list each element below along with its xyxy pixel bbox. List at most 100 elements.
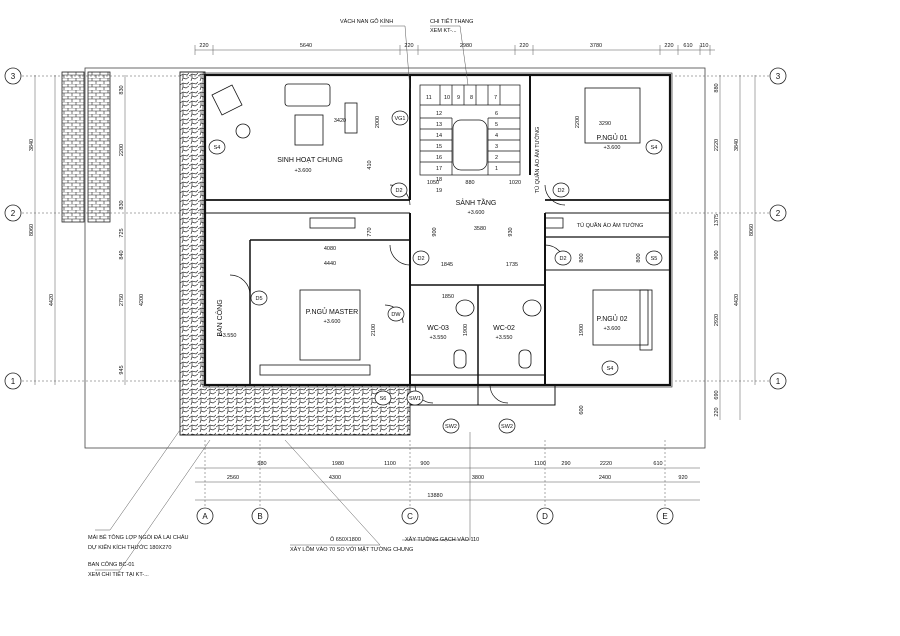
dim-inner-12: 2200 [575, 116, 581, 128]
axis-a: A [202, 512, 208, 521]
room-wc3-label: WC-03 [427, 325, 449, 332]
dim-left-0: 3840 [29, 139, 35, 151]
axis-2-right: 2 [776, 209, 781, 218]
stair-step-7: 7 [494, 95, 497, 101]
coffee-table-icon [294, 114, 324, 146]
axis-3-right: 3 [776, 72, 781, 81]
dim-top-4: 220 [519, 43, 528, 49]
tag-d2-b: D2 [557, 188, 564, 194]
stair-step-6: 6 [495, 111, 498, 117]
stair-step-12: 12 [436, 111, 442, 117]
room-lobby-level: +3.600 [468, 210, 485, 216]
shelf-icon [544, 217, 564, 229]
axis-3-left: 3 [11, 72, 16, 81]
tag-vg1: VG1 [394, 116, 405, 122]
stair-step-19: 19 [436, 188, 442, 194]
dim-inner-8: 1735 [506, 262, 518, 268]
dim-left-10: 945 [119, 365, 125, 374]
dim-left-1: 8060 [29, 224, 35, 236]
dim-top-2: 220 [404, 43, 413, 49]
axis-e: E [662, 512, 667, 521]
dim-left-8: 2750 [119, 294, 125, 306]
dim-bottom1-7: 610 [653, 461, 662, 467]
axis-c: C [407, 512, 413, 521]
dim-top-0: 220 [199, 43, 208, 49]
tag-s4-living: S4 [214, 145, 221, 151]
tag-s4-bed2: S4 [607, 366, 614, 372]
tag-dw: DW [391, 312, 401, 318]
dim-top-1: 5640 [300, 43, 312, 49]
room-wc2-level: +3.550 [496, 335, 513, 341]
note-glass-partition: VÁCH NAN GỖ KÍNH [340, 18, 393, 25]
dim-bottom1-6: 2220 [600, 461, 612, 467]
dim-inner-7: 1845 [441, 262, 453, 268]
dim-bottom2-0: 2560 [227, 475, 239, 481]
dim-top-8: 110 [700, 43, 709, 49]
dim-left-6: 725 [119, 228, 125, 237]
stair-step-14: 14 [436, 133, 442, 139]
dim-inner-11: 3290 [599, 121, 611, 127]
dim-inner-0: 3420 [334, 118, 346, 124]
building-walls [202, 72, 673, 406]
wc02-basin-icon [522, 299, 542, 317]
stair-step-15: 15 [436, 144, 442, 150]
dim-left-2: 4420 [49, 294, 55, 306]
axis-1-right: 1 [776, 377, 781, 386]
dim-bottom1-4: 1100 [534, 461, 546, 467]
note-roof-1: MÁI BÊ TÔNG LỢP NGÓI ĐÁ LAI CHÂU [88, 533, 189, 541]
dim-bottom1-3: 900 [420, 461, 429, 467]
room-balcony-level: +3.550 [220, 333, 237, 339]
master-window-sill-icon [259, 364, 371, 376]
room-bed2-label: P.NGỦ 02 [597, 314, 628, 323]
tag-d5: D5 [255, 296, 262, 302]
element-tag-labels: VG1 S4 S4 S5 S4 S6 D2 D2 D2 D2 D5 DW SW1… [214, 116, 658, 430]
wc02-toilet-icon [518, 349, 532, 369]
room-living-level: +3.600 [295, 168, 312, 174]
tag-d2-a: D2 [395, 188, 402, 194]
tag-sw1: SW1 [409, 396, 421, 402]
furniture [211, 83, 653, 376]
side-table-icon [235, 123, 251, 139]
tag-s5: S5 [651, 256, 658, 262]
dim-inner-21: 800 [579, 253, 585, 262]
dim-top-6: 220 [664, 43, 673, 49]
dim-inner-22: 800 [636, 253, 642, 262]
dim-right-4: 8060 [749, 224, 755, 236]
note-stair-detail: CHI TIẾT THANG [430, 18, 473, 25]
stair-step-numbers: 11 10 9 8 7 12 13 14 15 16 17 18 19 6 5 … [426, 95, 498, 194]
tag-s4-bed1: S4 [651, 145, 658, 151]
tag-d2-d: D2 [559, 256, 566, 262]
staircase [419, 84, 521, 176]
wardrobe-2-label: TỦ QUẦN ÁO ÂM TƯỜNG [577, 222, 643, 229]
dim-inner-1: 1050 [427, 180, 439, 186]
wardrobe-1-label: TỦ QUẦN ÁO ÂM TƯỜNG [534, 127, 541, 193]
dim-left-5: 830 [119, 200, 125, 209]
stair-step-11: 11 [426, 95, 432, 101]
dim-inner-10: 1900 [579, 324, 585, 336]
stair-step-5: 5 [495, 122, 498, 128]
dim-total: 13880 [427, 493, 442, 499]
note-window-1: Ô 650X1800 [330, 536, 361, 543]
tag-sw2-a: SW2 [445, 424, 457, 430]
dim-bottom2-4: 920 [678, 475, 687, 481]
axis-1-left: 1 [11, 377, 16, 386]
room-master-level: +3.600 [324, 319, 341, 325]
bed-02-icon [592, 289, 649, 346]
annotations: VÁCH NAN GỖ KÍNH CHI TIẾT THANG XEM KT-.… [88, 18, 479, 578]
dim-bottom2-2: 3800 [472, 475, 484, 481]
stair-step-1: 1 [495, 166, 498, 172]
dim-top-3: 2980 [460, 43, 472, 49]
dim-inner-2: 880 [465, 180, 474, 186]
note-wall: XÂY TƯỜNG GẠCH VÀO 110 [405, 536, 479, 543]
dim-bottom2-1: 4300 [329, 475, 341, 481]
room-bed2-level: +3.600 [604, 326, 621, 332]
dim-inner-18: 2100 [371, 324, 377, 336]
roof-outline [84, 67, 706, 449]
room-living-label: SINH HOẠT CHUNG [277, 157, 343, 164]
axis-2-left: 2 [11, 209, 16, 218]
dim-inner-17: 1900 [463, 324, 469, 336]
dim-right-6: 900 [714, 250, 720, 259]
dim-inner-15: 900 [432, 227, 438, 236]
tag-s6: S6 [380, 396, 387, 402]
dim-left-7: 840 [119, 250, 125, 259]
